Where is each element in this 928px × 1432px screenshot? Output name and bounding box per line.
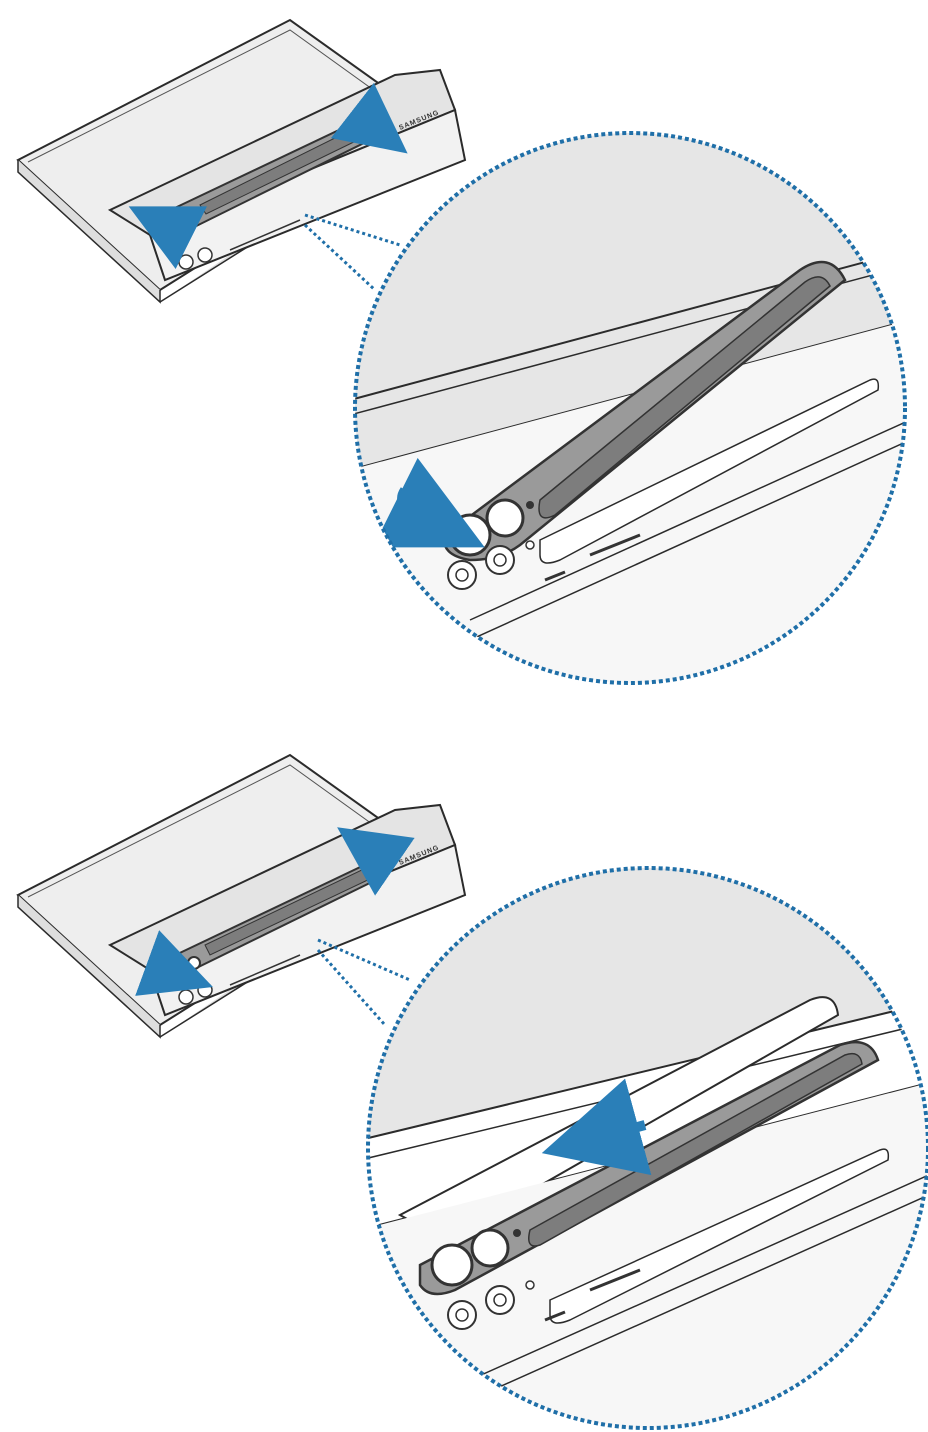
arrow-slide-icon <box>541 1078 652 1176</box>
arrow-pull-zoom-icon <box>372 457 485 548</box>
arrow-pull-left-icon <box>128 206 207 269</box>
step-1-callout-connector <box>303 213 401 292</box>
step-2-device: SAMSUNG <box>16 753 467 1039</box>
step-1-device: SAMSUNG <box>16 18 467 304</box>
arrow-pull-right-icon <box>330 82 408 154</box>
step-2-callout-connector <box>316 938 411 1026</box>
step-1-zoom-callout <box>353 131 907 685</box>
arrow-push-left-icon <box>135 930 213 996</box>
arrow-push-right-icon <box>337 827 415 896</box>
step-2-zoom-callout <box>366 866 928 1430</box>
